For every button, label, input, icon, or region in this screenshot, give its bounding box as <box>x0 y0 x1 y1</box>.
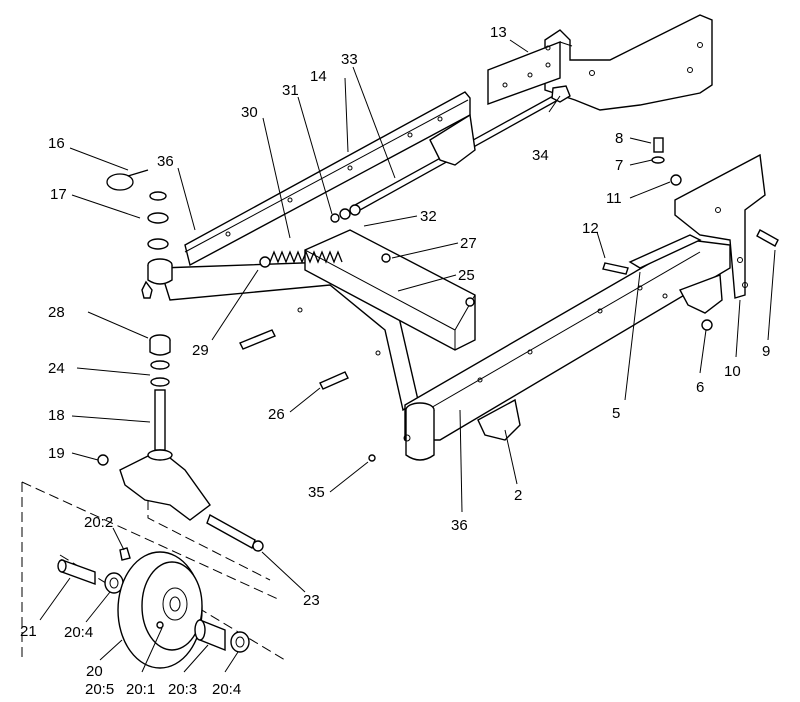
label-20-4-right: 20:4 <box>212 681 241 698</box>
label-33: 33 <box>341 51 358 68</box>
bolt-12 <box>602 262 629 275</box>
label-29: 29 <box>192 342 209 359</box>
label-20: 20 <box>86 663 103 680</box>
hair-pin-16 <box>106 169 149 191</box>
label-12: 12 <box>582 220 599 237</box>
label-26: 26 <box>268 406 285 423</box>
label-25: 25 <box>458 267 475 284</box>
label-30: 30 <box>241 104 258 121</box>
washer-stack-17 <box>147 191 169 250</box>
label-20-2: 20:2 <box>84 514 113 531</box>
label-9: 9 <box>762 343 770 360</box>
label-20-3: 20:3 <box>168 681 197 698</box>
label-28: 28 <box>48 304 65 321</box>
label-16: 16 <box>48 135 65 152</box>
cross-member-25 <box>304 229 476 351</box>
label-21: 21 <box>20 623 37 640</box>
label-13: 13 <box>490 24 507 41</box>
bolt-26 <box>319 371 349 390</box>
label-8: 8 <box>615 130 623 147</box>
label-19: 19 <box>48 445 65 462</box>
bolt-23 <box>206 513 264 552</box>
label-14: 14 <box>310 68 327 85</box>
top-rail-14 <box>184 91 476 267</box>
side-plate-10 <box>674 153 766 299</box>
washer-stack-24 <box>150 360 170 387</box>
part-labels: 13 33 14 31 30 34 16 36 17 8 7 11 32 12 … <box>20 24 770 698</box>
mounting-bracket-13 <box>487 14 713 111</box>
label-35: 35 <box>308 484 325 501</box>
label-18: 18 <box>48 407 65 424</box>
leader-lines <box>39 39 776 673</box>
label-10: 10 <box>724 363 741 380</box>
bracket-5 <box>628 234 702 269</box>
label-34: 34 <box>532 147 549 164</box>
label-32: 32 <box>420 208 437 225</box>
label-20-5: 20:5 <box>85 681 114 698</box>
label-20-1: 20:1 <box>126 681 155 698</box>
label-11: 11 <box>606 190 622 207</box>
label-36-bottom: 36 <box>451 517 468 534</box>
label-23: 23 <box>303 592 320 609</box>
label-7: 7 <box>615 157 623 174</box>
bolt-9 <box>756 229 779 247</box>
bolt-8 <box>651 137 665 164</box>
caster-fork-18 <box>119 449 211 521</box>
bushing-28 <box>149 334 171 356</box>
label-31: 31 <box>282 82 299 99</box>
label-20-4-left: 20:4 <box>64 624 93 641</box>
nuts-6-11-19-27-34-35 <box>97 174 713 466</box>
label-6: 6 <box>696 379 704 396</box>
nuts-31-32 <box>259 204 361 268</box>
label-27: 27 <box>460 235 477 252</box>
wheel-assembly-20 <box>21 481 286 669</box>
label-36-top: 36 <box>157 153 174 170</box>
spring-30 <box>269 250 343 264</box>
bolt-29 <box>239 329 276 350</box>
label-2: 2 <box>514 487 522 504</box>
label-24: 24 <box>48 360 65 377</box>
label-17: 17 <box>50 186 67 203</box>
label-5: 5 <box>612 405 620 422</box>
front-pivot-tube <box>403 402 435 461</box>
